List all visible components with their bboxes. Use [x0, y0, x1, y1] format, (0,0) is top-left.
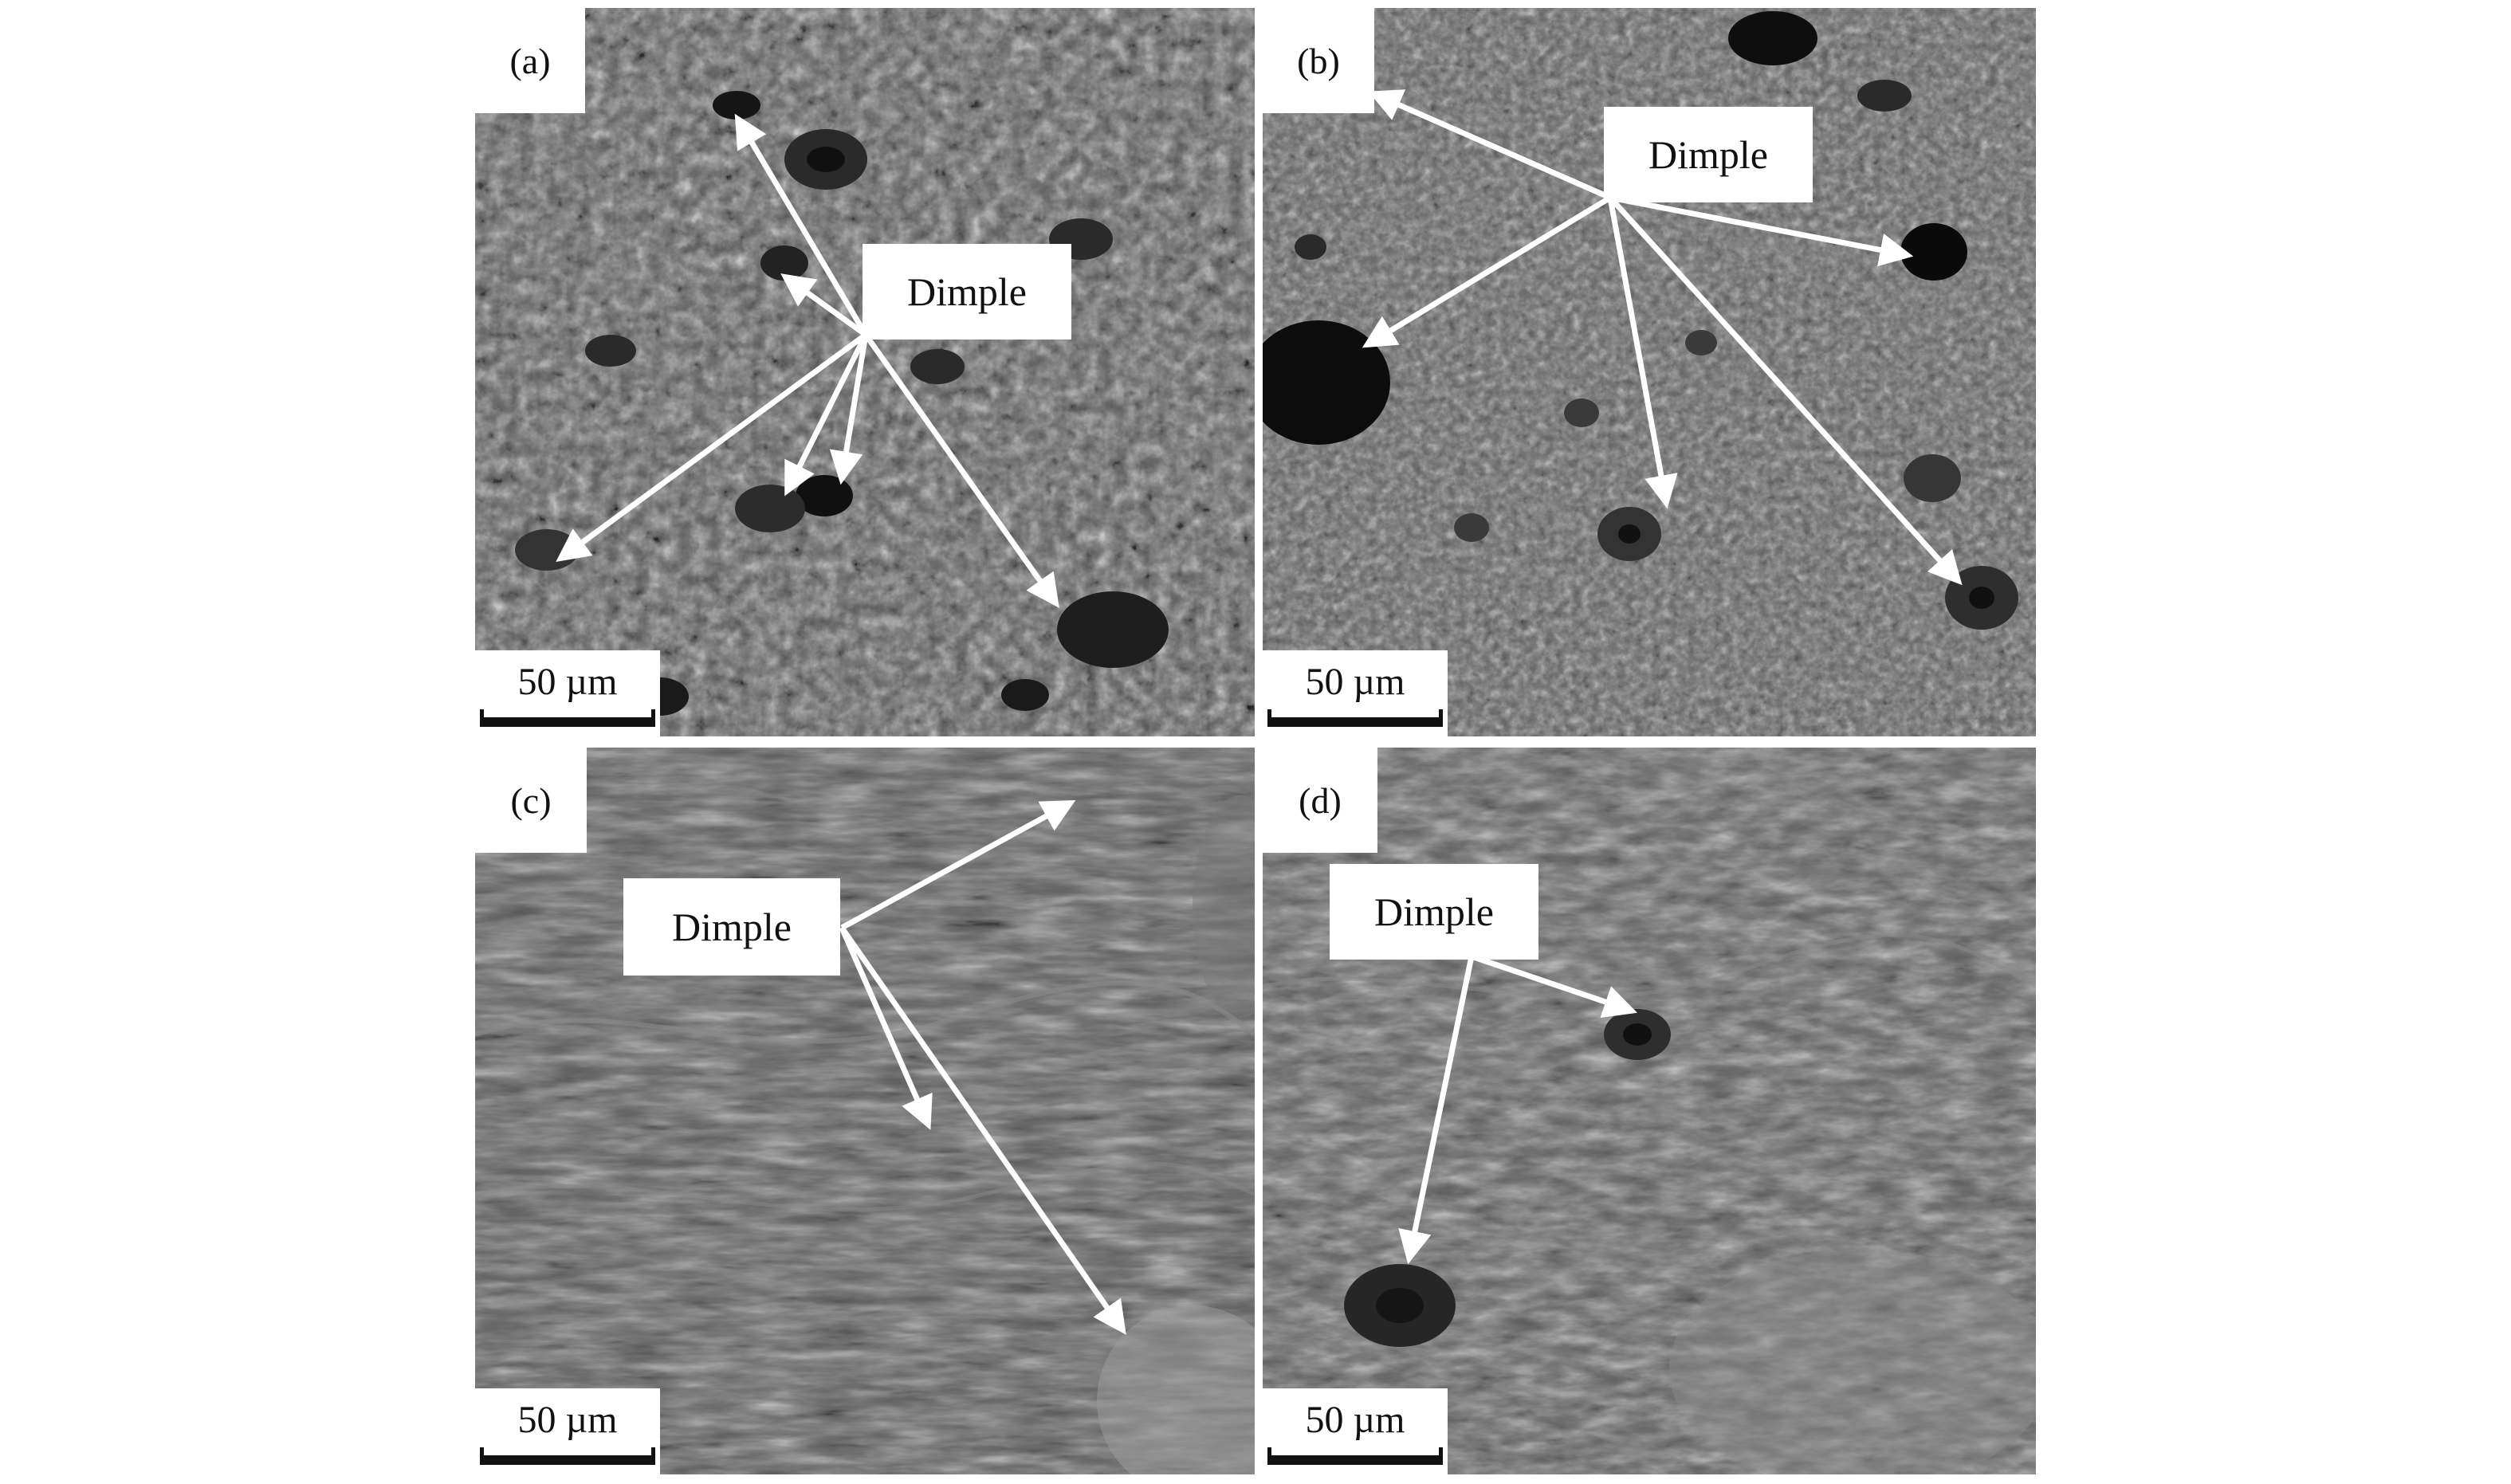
scale-bar-tick — [651, 709, 655, 727]
arrow — [1368, 89, 1612, 201]
arrow — [1470, 953, 1637, 1019]
arrow — [556, 332, 868, 562]
scale-bar-line — [481, 717, 654, 727]
arrow-overlay — [1362, 89, 1963, 586]
micrograph-texture — [475, 748, 1255, 1474]
scale-bar: 50 µm — [475, 650, 660, 736]
scale-bar-tick — [480, 709, 484, 727]
scale-bar: 50 µm — [1263, 1388, 1448, 1474]
arrow — [734, 113, 869, 336]
scale-bar-tick — [1439, 709, 1443, 727]
arrow — [784, 333, 869, 497]
dimple-callout: Dimple — [623, 878, 840, 976]
micrograph-texture — [475, 8, 1255, 736]
dimple-callout: Dimple — [1330, 864, 1538, 960]
scale-bar-label: 50 µm — [517, 1399, 618, 1441]
arrow — [1607, 197, 1678, 509]
panel-a-micrograph: (a) Dimple 50 µm — [475, 8, 1255, 736]
arrow-overlay — [839, 799, 1126, 1335]
scale-bar-tick — [1267, 709, 1271, 727]
arrow — [840, 799, 1076, 931]
scale-bar-label: 50 µm — [517, 661, 618, 703]
arrow — [1608, 195, 1963, 586]
arrow — [839, 926, 933, 1130]
dimple-callout: Dimple — [863, 244, 1071, 340]
scale-bar-tick — [1439, 1447, 1443, 1465]
panel-b-micrograph: (b) Dimple 50 µm — [1263, 8, 2036, 736]
scale-bar: 50 µm — [1263, 650, 1448, 736]
scale-bar-label: 50 µm — [1305, 1399, 1405, 1441]
arrow-overlay — [1398, 953, 1637, 1265]
scale-bar-line — [481, 1455, 654, 1465]
scale-bar-tick — [651, 1447, 655, 1465]
arrow — [780, 273, 868, 337]
arrow — [1609, 194, 1914, 267]
arrow — [1362, 195, 1612, 348]
scale-bar-tick — [480, 1447, 484, 1465]
panel-d-micrograph: (d) Dimple 50 µm — [1263, 748, 2036, 1474]
arrow — [1398, 956, 1475, 1265]
panel-label: (c) — [475, 748, 587, 853]
arrow — [829, 334, 869, 485]
scale-bar-label: 50 µm — [1305, 661, 1405, 703]
scale-bar-tick — [1267, 1447, 1271, 1465]
scale-bar: 50 µm — [475, 1388, 660, 1474]
dimple-callout: Dimple — [1604, 107, 1813, 202]
arrow — [839, 925, 1126, 1335]
arrow-overlay — [556, 113, 1059, 608]
panel-label: (b) — [1263, 8, 1374, 113]
scale-bar-line — [1269, 1455, 1441, 1465]
scale-bar-line — [1269, 717, 1441, 727]
arrow — [863, 332, 1059, 608]
panel-label: (d) — [1263, 748, 1377, 853]
panel-label: (a) — [475, 8, 585, 113]
panel-c-micrograph: (c) Dimple 50 µm — [475, 748, 1255, 1474]
